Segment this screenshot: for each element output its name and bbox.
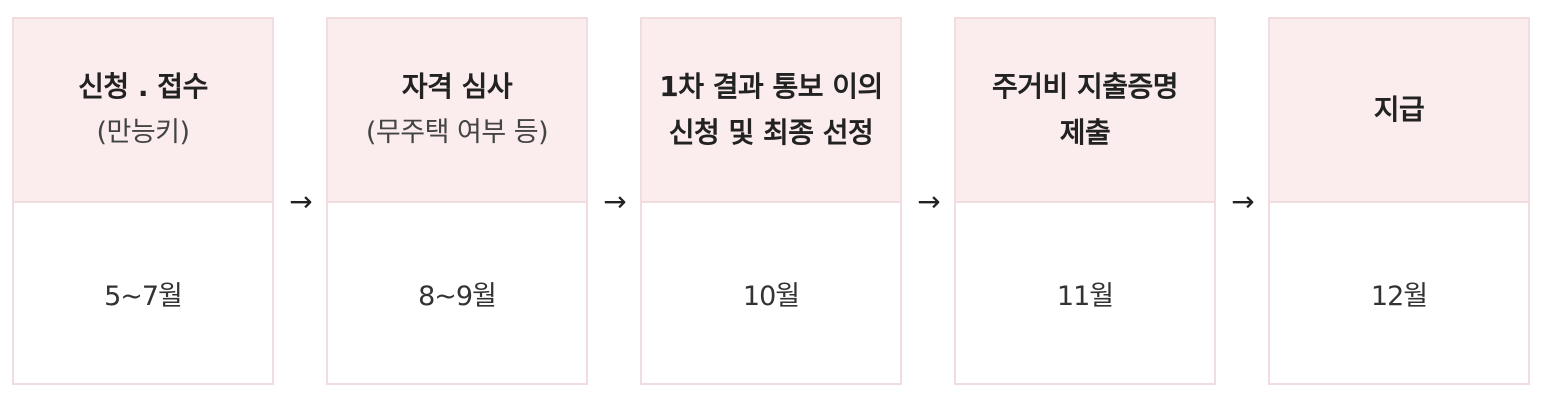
step-header: 주거비 지출증명 제출 (956, 19, 1214, 203)
step-subtitle: (만능키) (96, 117, 190, 148)
step-title: 신청 . 접수 (78, 70, 208, 103)
step-period-cell: 10월 (642, 203, 900, 383)
step-expense-proof: 주거비 지출증명 제출 11월 (954, 17, 1216, 385)
step-period-cell: 11월 (956, 203, 1214, 383)
step-period: 8~9월 (418, 280, 497, 312)
step-subtitle: (무주택 여부 등) (365, 117, 549, 148)
arrow-right-icon: → (289, 185, 313, 218)
step-period-cell: 8~9월 (328, 203, 586, 383)
step-title: 지급 (1373, 93, 1425, 126)
step-payment: 지급 12월 (1268, 17, 1530, 385)
step-title: 1차 결과 통보 이의 (659, 70, 883, 103)
step-period-cell: 5~7월 (14, 203, 272, 383)
step-eligibility-review: 자격 심사 (무주택 여부 등) 8~9월 (326, 17, 588, 385)
step-period: 10월 (742, 280, 800, 312)
step-header: 1차 결과 통보 이의 신청 및 최종 선정 (642, 19, 900, 203)
step-result-notice: 1차 결과 통보 이의 신청 및 최종 선정 10월 (640, 17, 902, 385)
step-header: 자격 심사 (무주택 여부 등) (328, 19, 586, 203)
step-period: 12월 (1370, 280, 1428, 312)
step-period: 11월 (1056, 280, 1114, 312)
arrow-right-icon: → (603, 185, 627, 218)
arrow-right-icon: → (1231, 185, 1255, 218)
step-title: 주거비 지출증명 (991, 70, 1179, 103)
step-header: 신청 . 접수 (만능키) (14, 19, 272, 203)
step-period: 5~7월 (104, 280, 183, 312)
step-application: 신청 . 접수 (만능키) 5~7월 (12, 17, 274, 385)
arrow-right-icon: → (917, 185, 941, 218)
step-header: 지급 (1270, 19, 1528, 203)
step-title: 자격 심사 (401, 70, 513, 103)
step-period-cell: 12월 (1270, 203, 1528, 383)
step-title: 신청 및 최종 선정 (668, 116, 874, 149)
step-title: 제출 (1059, 116, 1111, 149)
